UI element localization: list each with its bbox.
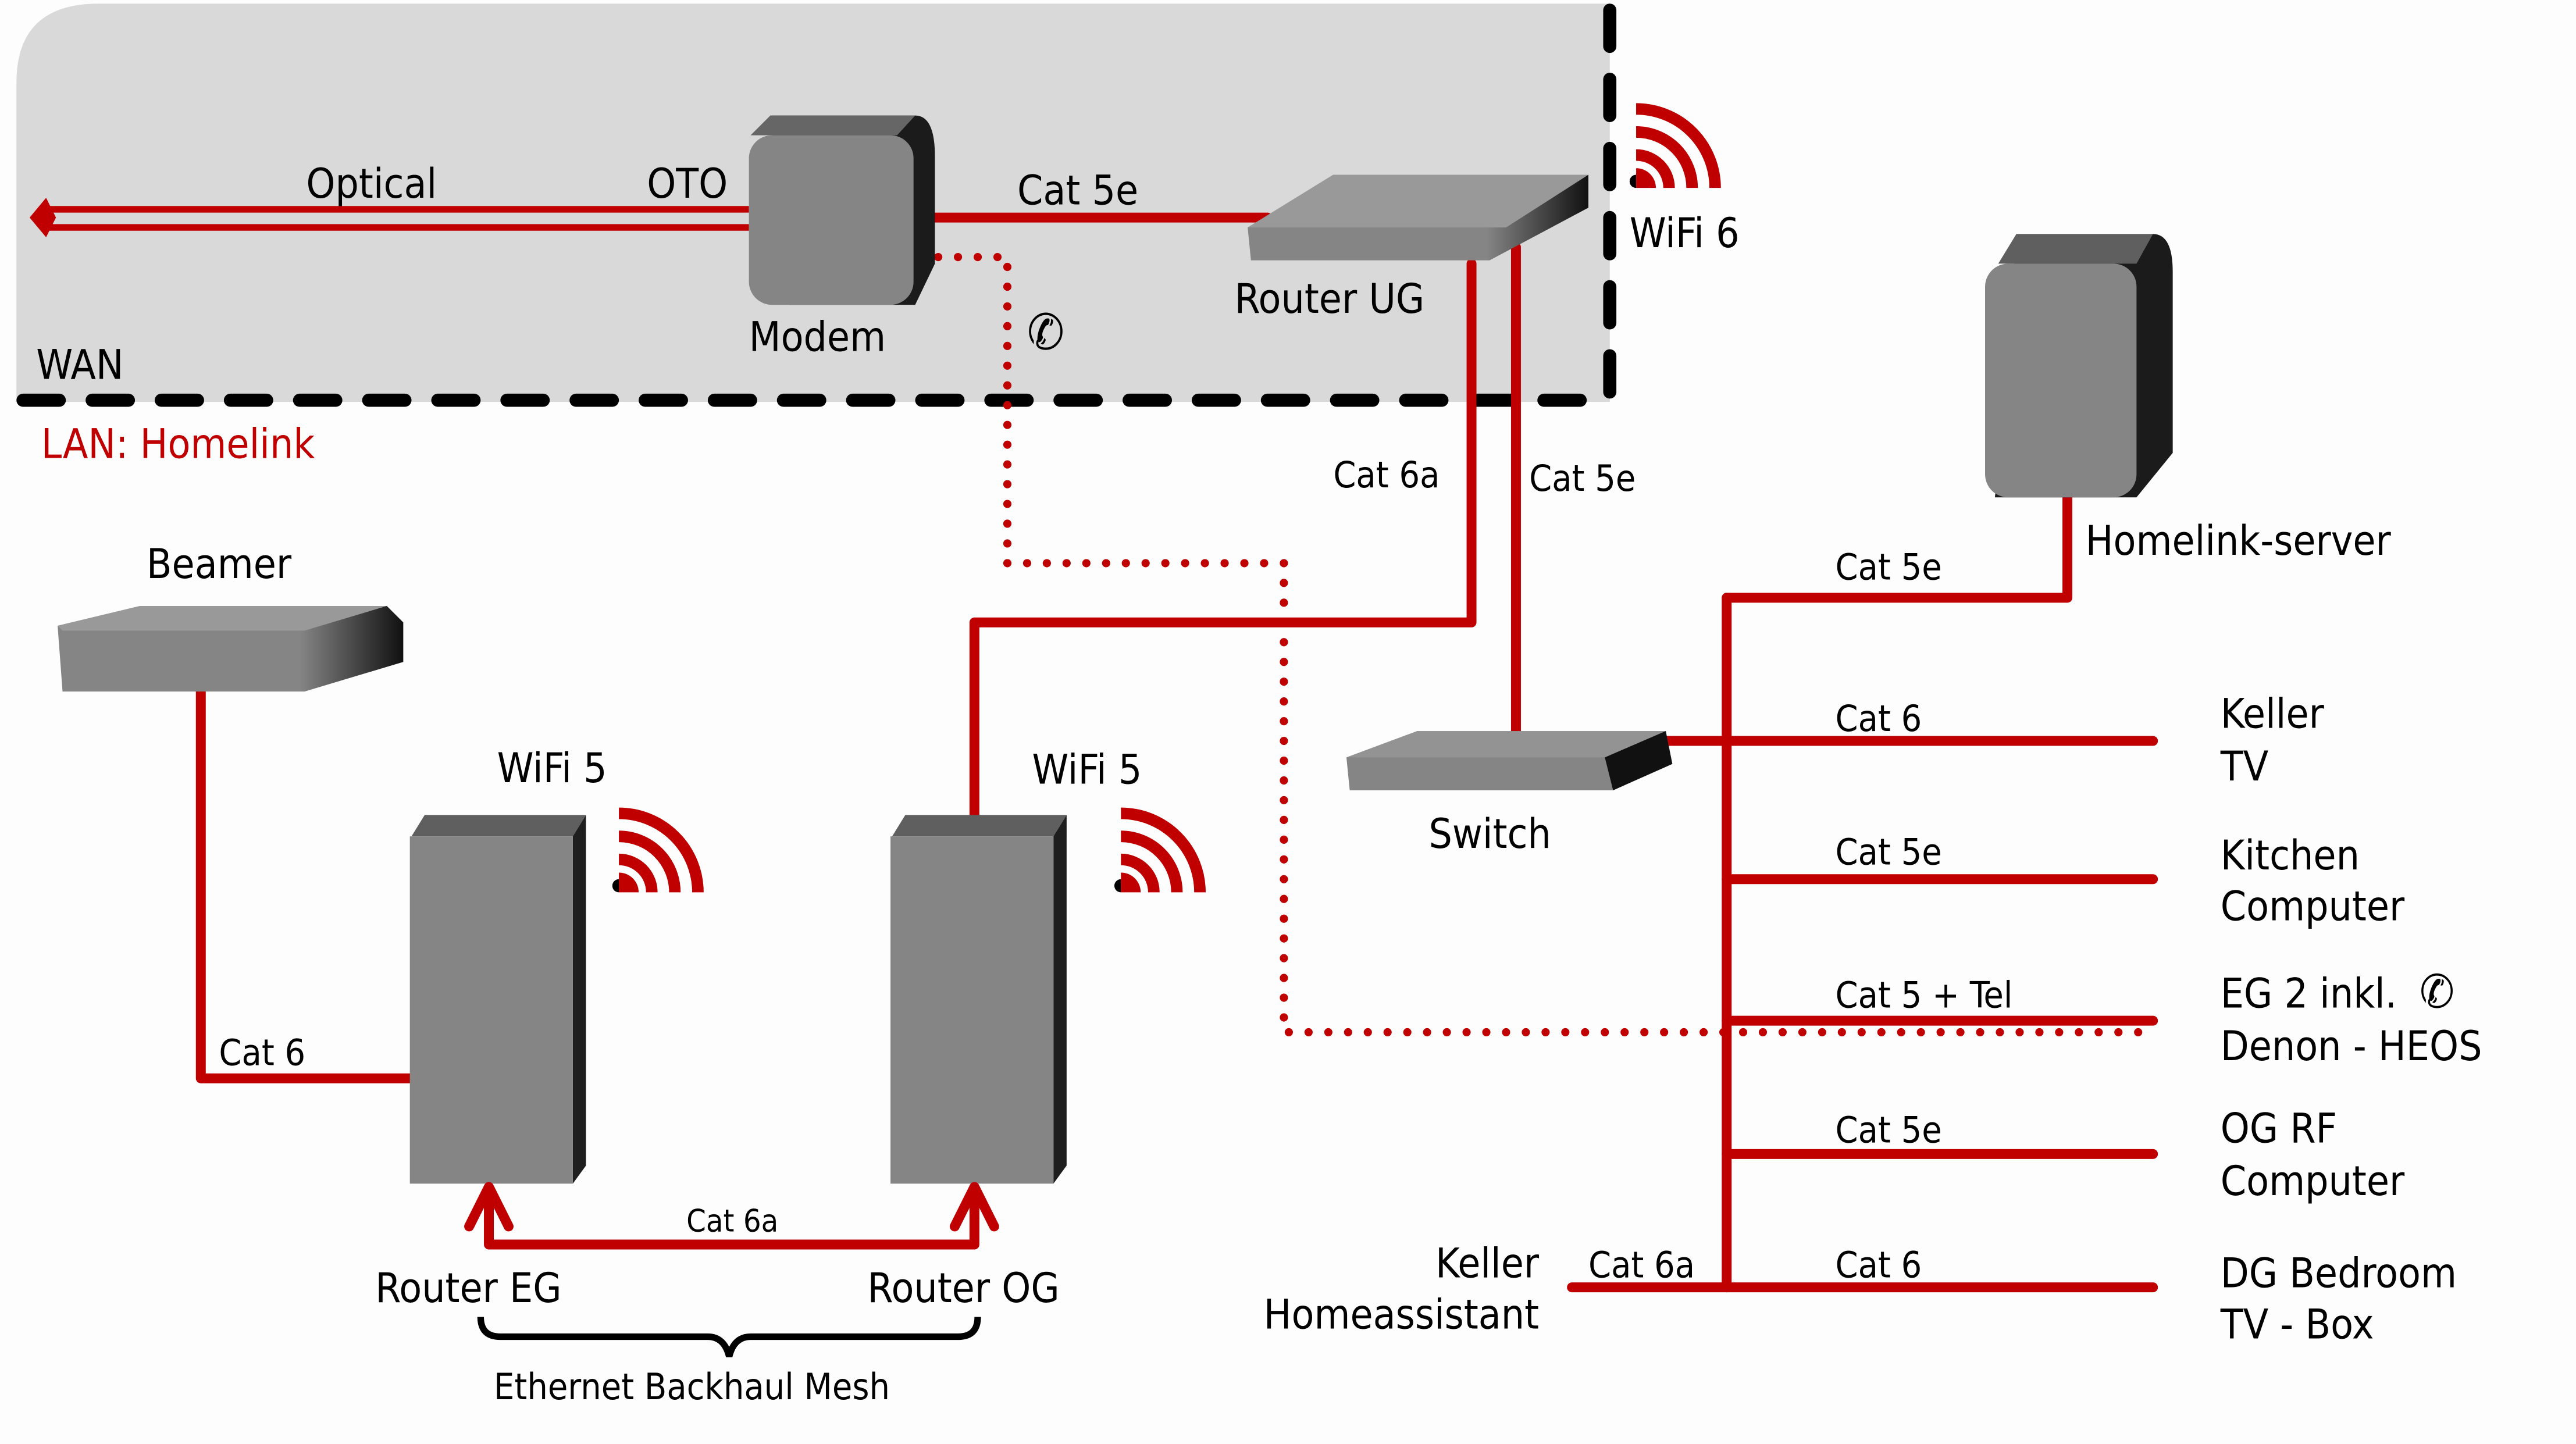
router-ug-device[interactable] <box>1248 174 1588 261</box>
wan-label: WAN <box>36 340 123 388</box>
router-ug-label: Router UG <box>1235 274 1425 323</box>
cable-beamer-link-label: Cat 6 <box>219 1032 305 1074</box>
homelink-server-device[interactable] <box>1985 234 2173 498</box>
homelink-server-label: Homelink-server <box>2086 516 2392 565</box>
endpoint-name: EG 2 inkl. <box>2221 969 2397 1018</box>
endpoint-branch[interactable]: Cat 6 DG Bedroom TV - Box <box>1722 1244 2457 1349</box>
router-ug-wifi-label: WiFi 6 <box>1630 209 1740 257</box>
cable-router-og-uplink-label: Cat 6a <box>1333 454 1440 496</box>
cable-router-og-uplink[interactable] <box>969 258 1477 822</box>
beamer-label: Beamer <box>147 540 292 588</box>
cable-backhaul[interactable] <box>464 1182 999 1250</box>
switch-device[interactable] <box>1346 731 1673 790</box>
endpoint-branch[interactable]: Cat 5e OG RF Computer <box>1722 1104 2405 1206</box>
endpoint-branch[interactable]: Cat 5 + Tel EG 2 inkl. ✆ Denon - HEOS <box>1722 965 2482 1071</box>
endpoint-device: Computer <box>2221 882 2405 930</box>
lan-label: LAN: Homelink <box>41 419 315 468</box>
endpoint-device: Computer <box>2221 1157 2405 1205</box>
router-og-device[interactable] <box>890 815 1067 1184</box>
backhaul-mesh-label: Ethernet Backhaul Mesh <box>494 1365 890 1408</box>
wifi-icon <box>1114 814 1200 893</box>
cable-server-link[interactable] <box>1722 489 2073 603</box>
router-eg-device[interactable] <box>409 815 586 1184</box>
optical-fiber[interactable] <box>29 198 749 238</box>
endpoint-cable-label: Cat 5e <box>1835 830 1941 873</box>
cable-beamer-link[interactable] <box>195 686 416 1083</box>
endpoint-device: Denon - HEOS <box>2221 1022 2482 1070</box>
oto-label: OTO <box>647 159 728 208</box>
cable-keller-ha-label: Cat 6a <box>1588 1244 1695 1286</box>
modem-device[interactable] <box>749 115 935 305</box>
wifi-icon <box>1630 109 1715 188</box>
wifi-icon <box>612 814 698 893</box>
router-eg-wifi-label: WiFi 5 <box>497 744 607 792</box>
cable-server-link-label: Cat 5e <box>1835 546 1941 589</box>
endpoint-cable-label: Cat 5 + Tel <box>1835 974 2012 1017</box>
keller-ha-line1: Keller <box>1435 1239 1540 1288</box>
endpoint-branch[interactable]: Cat 5e Kitchen Computer <box>1722 830 2405 930</box>
cable-backhaul-label: Cat 6a <box>686 1202 778 1239</box>
cable-modem-router-label: Cat 5e <box>1017 166 1138 214</box>
beamer-device[interactable] <box>58 605 404 692</box>
endpoint-cable-label: Cat 6 <box>1835 697 1922 740</box>
router-og-label: Router OG <box>867 1264 1059 1312</box>
keller-ha-line2: Homeassistant <box>1264 1290 1539 1338</box>
router-eg-label: Router EG <box>375 1264 561 1312</box>
endpoint-name: Kitchen <box>2221 831 2360 879</box>
endpoint-name: Keller <box>2221 689 2325 737</box>
endpoint-cable-label: Cat 6 <box>1835 1244 1922 1286</box>
fiber-end-diamond-icon <box>29 198 56 238</box>
endpoint-name: DG Bedroom <box>2221 1249 2457 1297</box>
modem-label: Modem <box>749 312 886 361</box>
phone-icon: ✆ <box>2420 965 2454 1019</box>
endpoint-device: TV - Box <box>2220 1300 2374 1348</box>
brace-icon <box>477 1317 981 1358</box>
phone-icon: ✆ <box>1027 304 1064 361</box>
switch-label: Switch <box>1428 810 1551 858</box>
endpoint-name: OG RF <box>2221 1104 2337 1153</box>
endpoint-cable-label: Cat 5e <box>1835 1109 1941 1151</box>
endpoint-branch[interactable]: Cat 6 Keller TV <box>1722 689 2325 790</box>
endpoint-device: TV <box>2220 742 2269 790</box>
optical-label: Optical <box>306 159 437 208</box>
cable-router-switch-label: Cat 5e <box>1529 457 1636 500</box>
router-og-wifi-label: WiFi 5 <box>1032 746 1142 794</box>
phone-line-dotted[interactable] <box>934 252 2161 1037</box>
